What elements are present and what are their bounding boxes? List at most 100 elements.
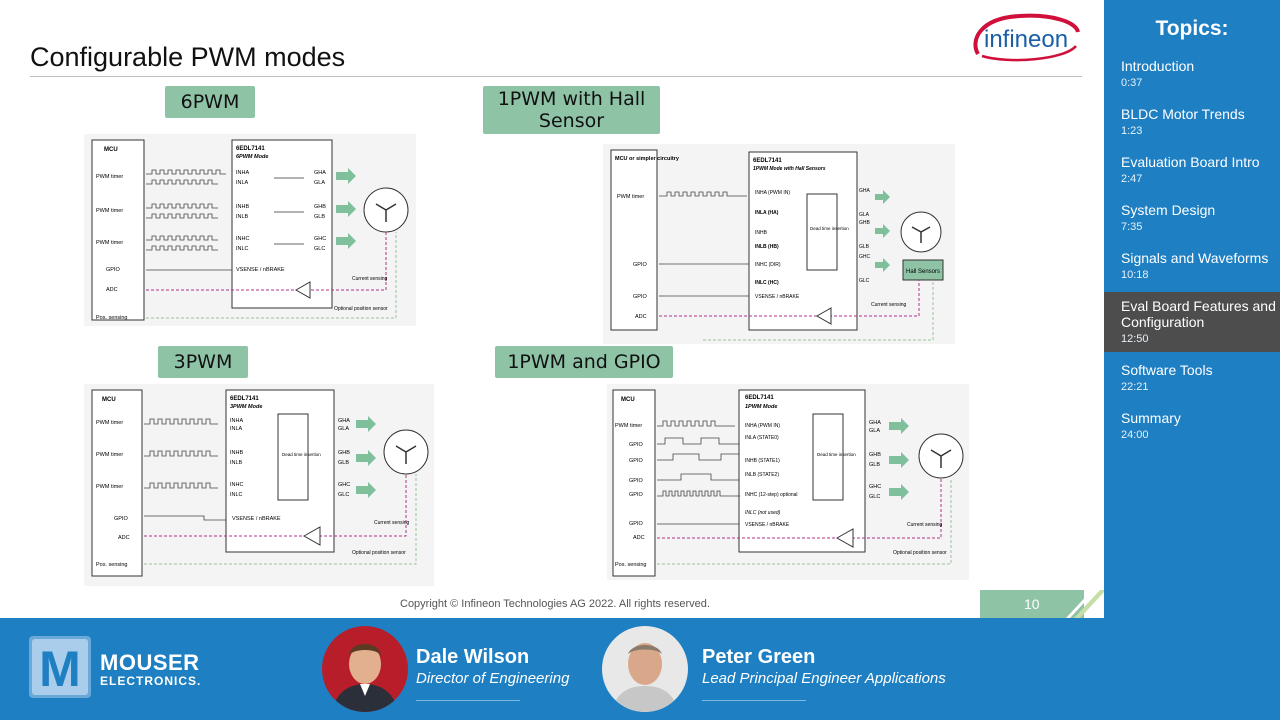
phase-arrows — [336, 168, 356, 249]
chip-mode: 3PWM Mode — [230, 404, 262, 410]
topic-software-tools[interactable]: Software Tools 22:21 — [1104, 362, 1280, 394]
pin-label: INHB — [755, 230, 768, 236]
mcu-block — [91, 139, 145, 321]
left-label: GPIO — [114, 516, 128, 522]
topic-label: Signals and Waveforms — [1121, 250, 1269, 266]
diagram-1pwm-hall: MCU or simpler circuitry 6EDL7141 1PWM M… — [603, 144, 955, 344]
mouser-logo-icon: M — [29, 636, 91, 698]
diagram-6pwm: MCU 6EDL7141 6PWM Mode PWM timer PWM tim… — [84, 134, 416, 326]
topic-time: 10:18 — [1121, 269, 1149, 281]
out-label: GHA — [859, 188, 871, 194]
mcu-label: MCU — [621, 397, 635, 403]
gpio-line — [144, 515, 226, 521]
pin-label: INHC (DIR) — [755, 262, 781, 268]
left-label: PWM timer — [96, 208, 123, 214]
left-label: GPIO — [629, 478, 643, 484]
mcu-block — [610, 149, 658, 331]
left-label: PWM timer — [617, 194, 644, 200]
left-label: GPIO — [106, 267, 120, 273]
pin-label: INHA — [230, 418, 243, 424]
out-label: GLB — [314, 214, 325, 220]
topic-bldc-motor-trends[interactable]: BLDC Motor Trends 1:23 — [1104, 106, 1280, 138]
out-label: GHB — [869, 452, 881, 458]
pin-label: INHB — [236, 204, 249, 210]
page-number-tab — [980, 590, 1084, 618]
out-label: GLA — [338, 426, 349, 432]
pin-label: VSENSE / nBRAKE — [236, 267, 285, 273]
topic-eval-board-features[interactable]: Eval Board Features and Configuration 12… — [1104, 292, 1280, 352]
dead-time-label: Dead time insertion — [282, 452, 321, 457]
left-label: PWM timer — [96, 174, 123, 180]
out-label: GHB — [859, 220, 871, 226]
dead-time-block — [806, 193, 838, 271]
pin-label: INHB (STATE1) — [745, 458, 780, 464]
pin-label: INLC (HC) — [755, 280, 779, 286]
pin-label: INHA (PWM IN) — [745, 423, 780, 429]
mode-label-6pwm: 6PWM — [165, 86, 255, 118]
chip-label: 6EDL7141 — [745, 395, 774, 401]
presenter-role: Director of Engineering — [416, 670, 570, 687]
mcu-block — [612, 389, 656, 577]
amp-triangle — [835, 528, 854, 548]
topic-evaluation-board-intro[interactable]: Evaluation Board Intro 2:47 — [1104, 154, 1280, 186]
pwm-waveform-c — [144, 482, 218, 489]
pin-label: INHA (PWM IN) — [755, 190, 790, 196]
adc-dashed-line — [146, 232, 387, 291]
driver-block — [748, 151, 858, 331]
topic-time: 1:23 — [1121, 125, 1143, 137]
pin-label: INLA — [236, 180, 249, 186]
out-label: GLC — [338, 492, 349, 498]
dead-time-block — [812, 413, 844, 501]
gpio-waveforms — [657, 437, 740, 525]
mcu-block — [91, 389, 143, 577]
infineon-logo-text: infineon — [984, 26, 1068, 53]
out-label: GLB — [869, 462, 880, 468]
out-label: GHC — [338, 482, 350, 488]
amp-triangle — [294, 281, 311, 299]
left-label: PWM timer — [96, 420, 123, 426]
note-current: Current sensing — [907, 522, 943, 528]
pin-label: INLB (STATE2) — [745, 472, 779, 478]
pin-label: INHC (12-step) optional — [745, 492, 798, 498]
presenter-role: Lead Principal Engineer Applications — [702, 670, 946, 687]
mouser-brand-sub: ELECTRONICS. — [100, 674, 202, 688]
infineon-logo-swoosh — [973, 13, 1080, 55]
pos-dashed-line — [144, 474, 417, 565]
pwm-waveform-b — [144, 450, 218, 457]
adc-dashed-line — [144, 474, 407, 537]
left-label: Pos. sensing — [96, 562, 128, 568]
topic-signals-and-waveforms[interactable]: Signals and Waveforms 10:18 — [1104, 250, 1280, 282]
mode-label-3pwm: 3PWM — [158, 346, 248, 378]
note-current: Current sensing — [352, 276, 388, 282]
topic-time: 24:00 — [1121, 429, 1149, 441]
chip-label: 6EDL7141 — [753, 158, 782, 164]
topic-time: 22:21 — [1121, 381, 1149, 393]
phase-arrows — [889, 418, 909, 500]
topics-title: Topics: — [1155, 17, 1229, 40]
topic-time: 7:35 — [1121, 221, 1143, 233]
presenter-name: Dale Wilson — [416, 646, 530, 668]
left-label: PWM timer — [96, 452, 123, 458]
pin-label: INHC — [236, 236, 249, 242]
presenter-divider — [702, 700, 806, 701]
out-label: GHA — [869, 420, 881, 426]
out-label: GHC — [314, 236, 326, 242]
topic-label: Eval Board Features and Configuration — [1121, 298, 1276, 330]
topic-introduction[interactable]: Introduction 0:37 — [1104, 58, 1280, 90]
topic-label: Evaluation Board Intro — [1121, 154, 1260, 170]
avatar-dale-wilson — [322, 626, 408, 712]
diagram-1pwm-gpio: MCU 6EDL7141 1PWM Mode PWM timer GPIO GP… — [607, 384, 969, 580]
pwm-waveform-a — [146, 169, 226, 185]
pin-label: VSENSE / nBRAKE — [745, 522, 790, 528]
adc-dashed-line — [659, 280, 920, 317]
topic-time: 12:50 — [1121, 333, 1149, 345]
title-divider — [30, 76, 1082, 77]
left-label: GPIO — [633, 262, 647, 268]
pin-label: INLA — [230, 426, 243, 432]
mouser-brand-name: MOUSER — [100, 650, 200, 675]
topic-summary[interactable]: Summary 24:00 — [1104, 410, 1280, 442]
presenter-name: Peter Green — [702, 646, 816, 668]
topic-system-design[interactable]: System Design 7:35 — [1104, 202, 1280, 234]
pwm-waveform-a — [144, 418, 218, 425]
hall-sensors-box — [902, 259, 944, 281]
